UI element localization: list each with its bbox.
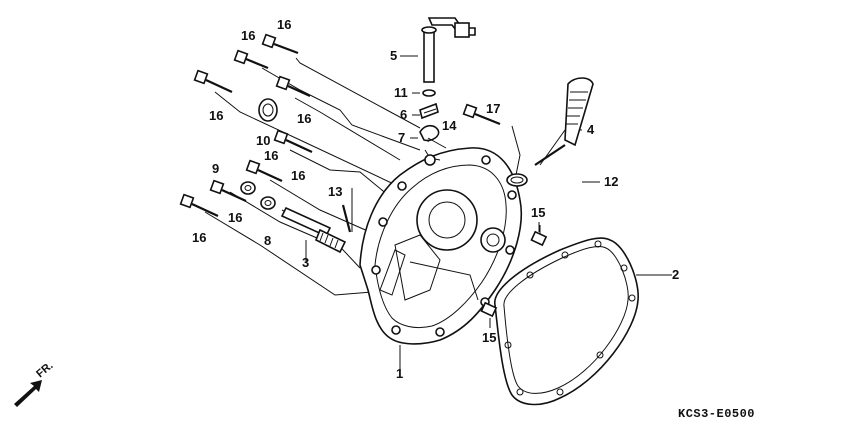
bolt bbox=[209, 179, 247, 202]
crankcase-cover bbox=[359, 147, 523, 345]
label-16: 16 bbox=[209, 108, 223, 123]
bolt bbox=[273, 129, 313, 153]
driven-gear-shaft bbox=[280, 206, 347, 254]
label-4: 4 bbox=[587, 122, 595, 137]
gasket bbox=[494, 237, 639, 406]
bolt bbox=[261, 33, 299, 55]
bolt bbox=[233, 49, 269, 70]
oil-seal bbox=[258, 98, 278, 122]
fr-label: FR. bbox=[34, 360, 55, 381]
bolt bbox=[245, 159, 283, 182]
label-14: 14 bbox=[442, 118, 457, 133]
label-1: 1 bbox=[396, 366, 403, 381]
label-16: 16 bbox=[228, 210, 242, 225]
label-5: 5 bbox=[390, 48, 397, 63]
diagram-code: KCS3-E0500 bbox=[678, 407, 755, 421]
bolt bbox=[462, 103, 501, 126]
label-16: 16 bbox=[291, 168, 305, 183]
front-direction-arrow: FR. bbox=[14, 360, 56, 407]
washers bbox=[240, 181, 276, 210]
label-16: 16 bbox=[192, 230, 206, 245]
bolt bbox=[275, 75, 311, 98]
label-16: 16 bbox=[241, 28, 255, 43]
part-labels: 1 2 3 4 5 6 7 8 9 10 11 12 13 14 15 15 1… bbox=[192, 17, 679, 381]
shift-shaft bbox=[421, 17, 476, 83]
label-17: 17 bbox=[486, 101, 500, 116]
label-6: 6 bbox=[400, 107, 407, 122]
cable bbox=[506, 77, 594, 187]
label-10: 10 bbox=[256, 133, 270, 148]
label-15-upper: 15 bbox=[531, 205, 545, 220]
dowel-pins bbox=[480, 230, 548, 318]
label-7: 7 bbox=[398, 130, 405, 145]
label-16: 16 bbox=[297, 111, 311, 126]
small-parts bbox=[419, 89, 447, 149]
label-16: 16 bbox=[277, 17, 291, 32]
label-9: 9 bbox=[212, 161, 219, 176]
label-11: 11 bbox=[394, 85, 408, 100]
label-15-lower: 15 bbox=[482, 330, 496, 345]
pin bbox=[341, 204, 352, 233]
bolts bbox=[179, 33, 501, 217]
label-16: 16 bbox=[264, 148, 278, 163]
bolt bbox=[193, 69, 233, 93]
label-8: 8 bbox=[264, 233, 271, 248]
bolt bbox=[179, 193, 219, 217]
label-3: 3 bbox=[302, 255, 309, 270]
label-12: 12 bbox=[604, 174, 618, 189]
label-2: 2 bbox=[672, 267, 679, 282]
label-13: 13 bbox=[328, 184, 342, 199]
